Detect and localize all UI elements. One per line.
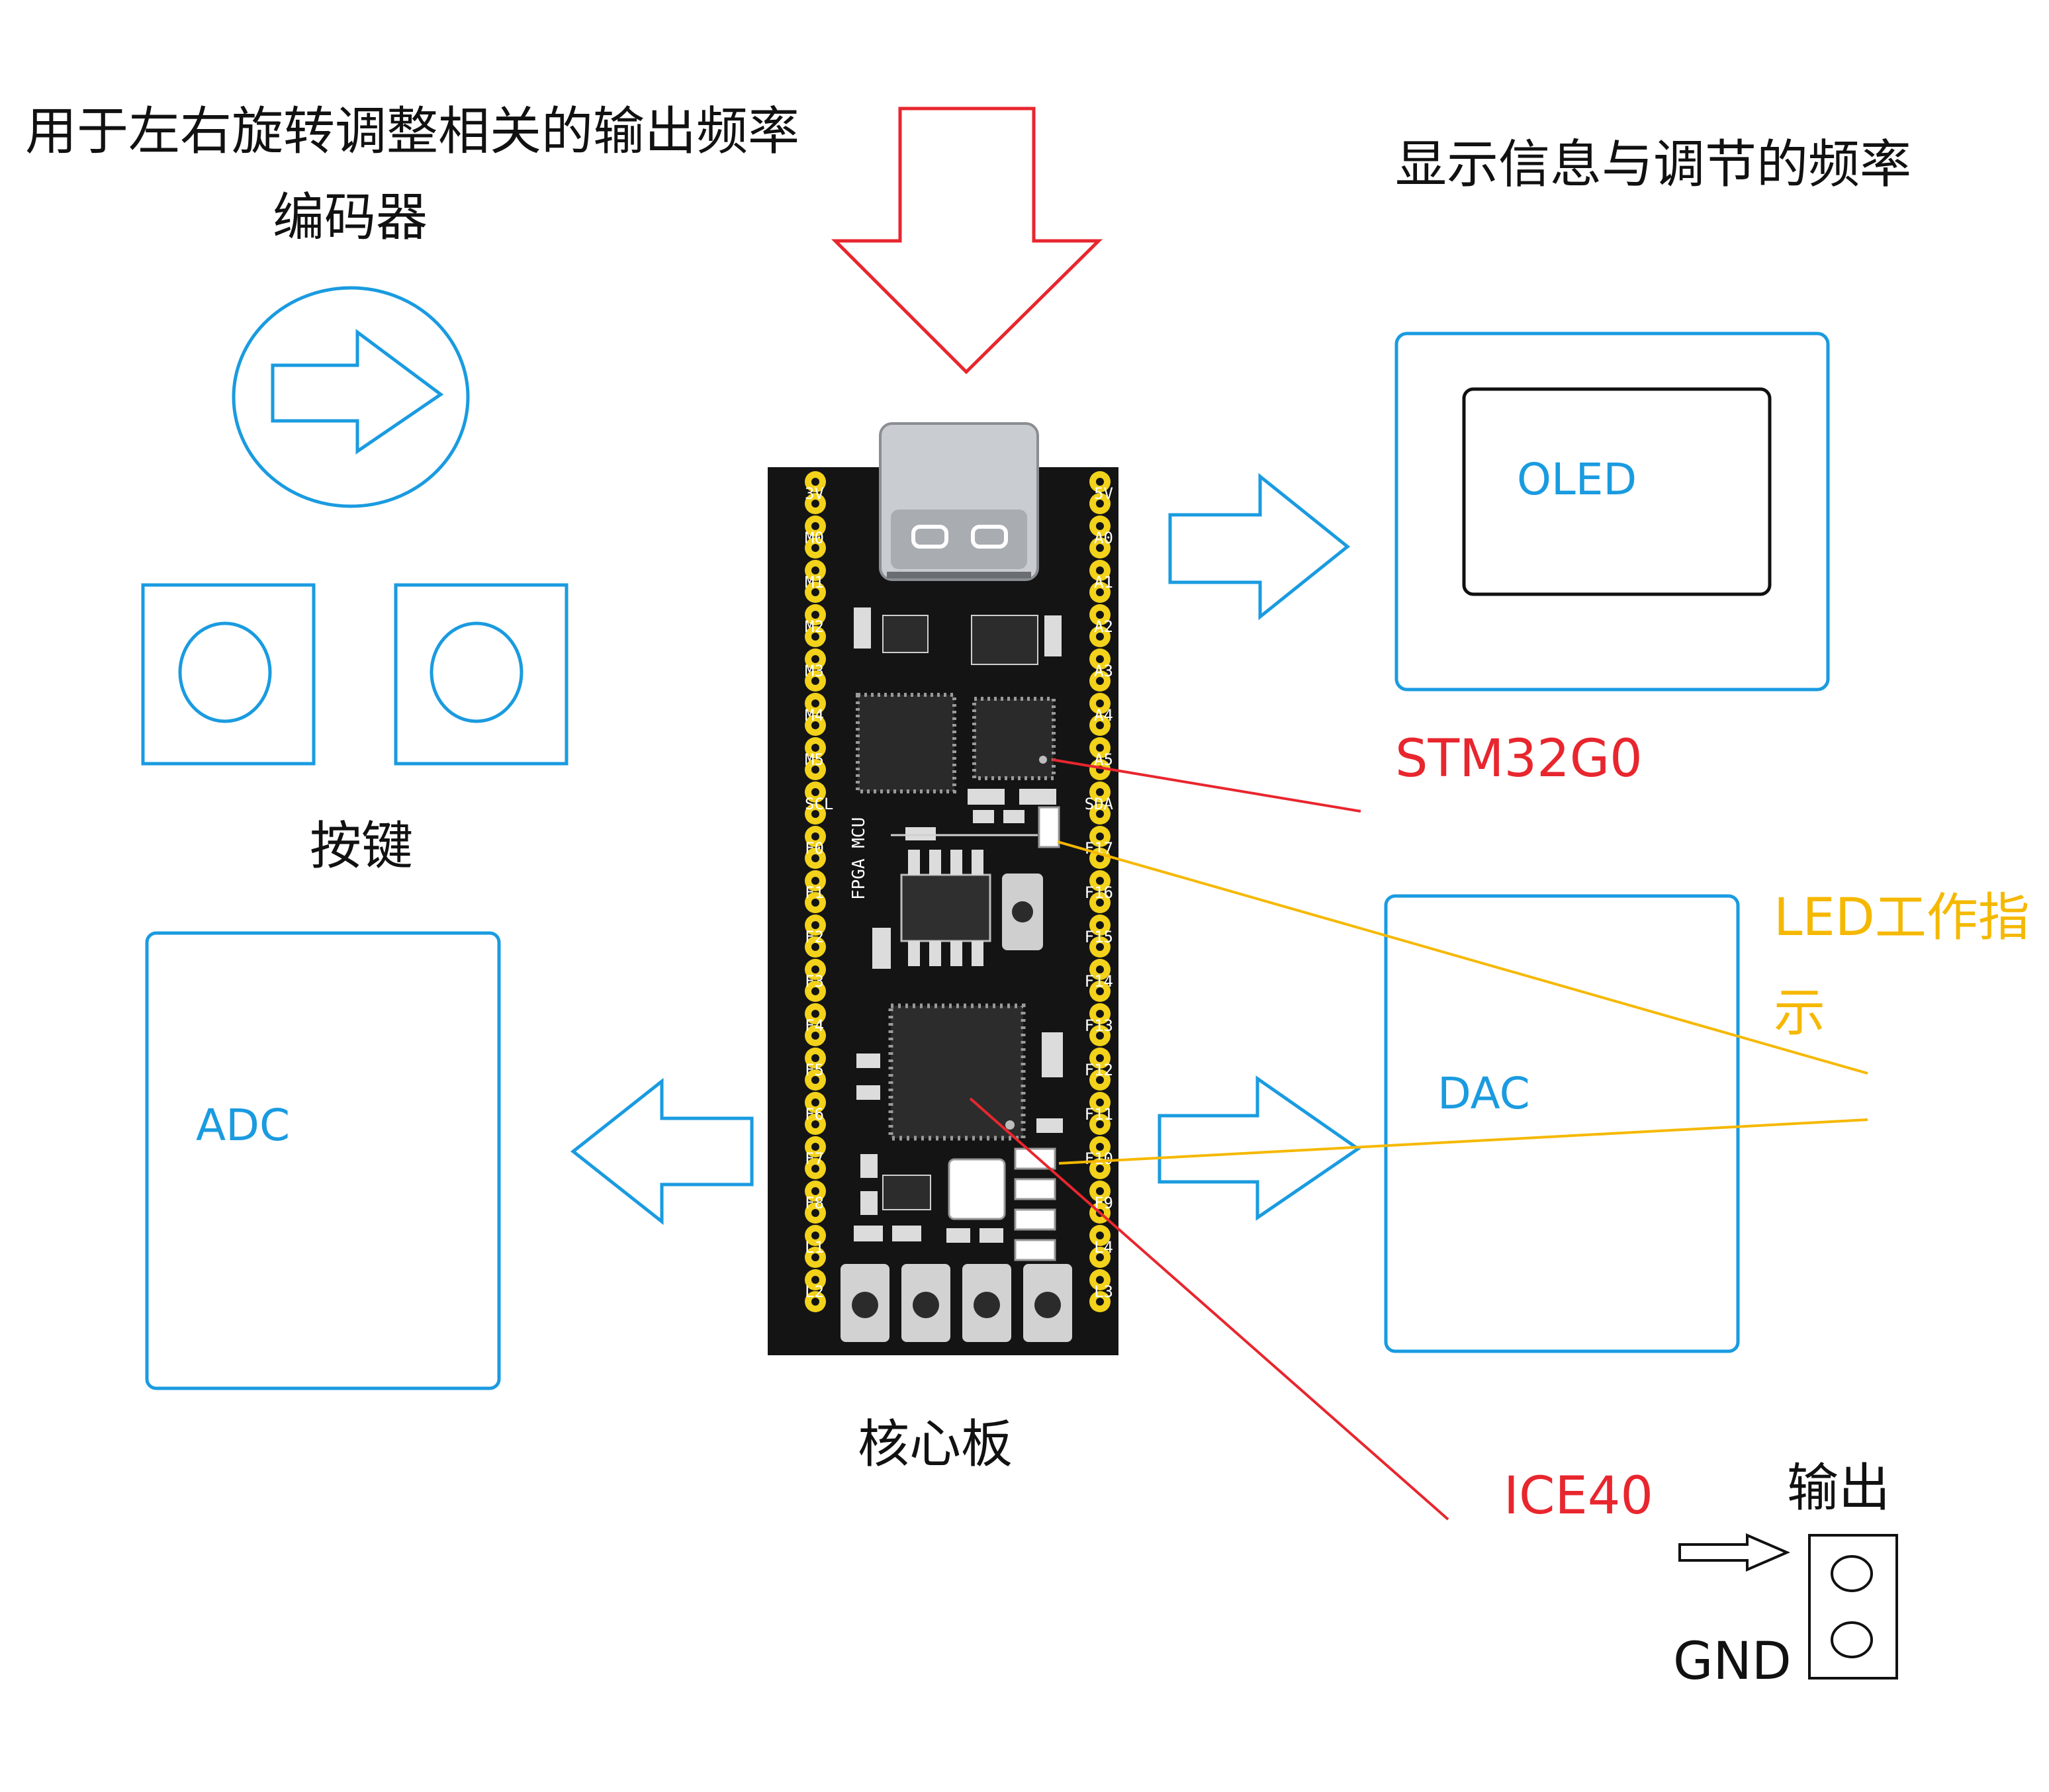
led-indicator-label-line2: 示 [1774, 983, 1826, 1043]
arrow-to-adc [570, 1077, 754, 1226]
fpga-small-chip [856, 693, 956, 793]
led-pointer-line-1 [1057, 840, 1868, 1075]
flash-chip [900, 850, 991, 966]
led-pointer-line-2 [1058, 1118, 1868, 1165]
oled-label: OLED [1517, 454, 1637, 505]
encoder-purpose-text: 用于左右旋转调整相关的输出频率 [25, 102, 800, 161]
ice40-chip [888, 1003, 1026, 1141]
left-pin-label: M5 [805, 750, 824, 769]
stm32-pointer-line [1052, 758, 1361, 813]
left-pin-label: F8 [805, 1194, 824, 1212]
output-connector [1808, 1534, 1898, 1680]
user-key-2 [901, 1264, 950, 1342]
user-key-1 [841, 1264, 889, 1342]
arrow-to-oled [1168, 472, 1350, 621]
usb-c-connector [879, 422, 1039, 581]
board-side-text: FPGA MCU [849, 817, 869, 900]
left-pin-label: F5 [805, 1061, 824, 1079]
left-pin-label: F4 [805, 1016, 824, 1035]
left-pin-label: L1 [805, 1238, 824, 1257]
dac-label: DAC [1437, 1068, 1530, 1119]
right-pin-label: F13 [1085, 1016, 1113, 1035]
right-pin-label: A4 [1094, 706, 1113, 725]
right-pin-label: F10 [1085, 1149, 1113, 1168]
gnd-label: GND [1673, 1632, 1792, 1691]
left-pin-label: F6 [805, 1105, 824, 1124]
right-pin-label: SDA [1085, 795, 1114, 813]
encoder-label: 编码器 [273, 188, 428, 247]
right-pin-label: A5 [1094, 750, 1113, 769]
right-pin-label: A1 [1094, 573, 1113, 592]
oscillator [948, 1158, 1006, 1220]
output-arrow [1678, 1533, 1791, 1572]
button-2 [394, 583, 569, 766]
right-pin-label: L3 [1094, 1282, 1113, 1301]
right-pin-label: F14 [1085, 972, 1113, 991]
right-pin-label: F12 [1085, 1061, 1113, 1079]
left-pin-label: F2 [805, 928, 824, 946]
left-pin-label: F7 [805, 1149, 824, 1168]
stm32-label: STM32G0 [1395, 729, 1643, 789]
led-indicator-label-line1: LED工作指 [1774, 888, 2030, 948]
left-pin-label: M3 [805, 662, 824, 680]
right-pin-header: 5VA0A1A2A3A4A5SDAF17F16F15F14F13F12F11F1… [1085, 471, 1114, 1312]
right-pin-label: A0 [1094, 529, 1113, 547]
left-pin-label: F0 [805, 839, 824, 858]
usb-input-arrow [831, 107, 1103, 375]
regulator-1 [882, 615, 929, 653]
right-pin-label: F11 [1085, 1105, 1113, 1124]
dac-block [1384, 894, 1740, 1353]
left-pin-label: M0 [805, 529, 824, 547]
right-pin-label: L4 [1094, 1238, 1113, 1257]
regulator-2 [971, 615, 1038, 665]
left-pin-label: 3V [805, 484, 824, 503]
oled-module-outline [1394, 332, 1830, 692]
ice40-label: ICE40 [1504, 1466, 1654, 1526]
right-pin-label: F15 [1085, 928, 1113, 946]
left-pin-label: M4 [805, 706, 824, 725]
adc-block [145, 931, 501, 1390]
buttons-label: 按键 [310, 817, 414, 876]
user-key-3 [962, 1264, 1011, 1342]
encoder-icon [232, 286, 470, 508]
led-indicator [1038, 806, 1060, 848]
core-board: 3VM0M1M2M3M4M5SCLF0F1F2F3F4F5F6F7F8L1L2 … [768, 422, 1118, 1355]
core-board-label: 核心板 [858, 1415, 1013, 1474]
button-1 [141, 583, 316, 766]
arrow-to-dac [1158, 1075, 1361, 1221]
adc-label: ADC [196, 1100, 291, 1151]
right-pin-label: A3 [1094, 662, 1113, 680]
stm32-chip [972, 697, 1056, 780]
left-pin-label: F3 [805, 972, 824, 991]
left-pin-label: F1 [805, 883, 824, 902]
display-purpose-text: 显示信息与调节的频率 [1395, 135, 1912, 195]
right-pin-label: A2 [1094, 617, 1113, 636]
user-key-4 [1023, 1264, 1072, 1342]
left-pin-label: M2 [805, 617, 824, 636]
oled-screen [1462, 387, 1772, 596]
right-pin-label: 5V [1094, 484, 1113, 503]
left-pin-label: SCL [805, 795, 833, 813]
left-pin-label: M1 [805, 573, 824, 592]
ice40-pointer-line [969, 1097, 1449, 1521]
left-pin-label: L2 [805, 1282, 824, 1301]
output-label: 输出 [1787, 1458, 1891, 1518]
right-pin-label: F16 [1085, 883, 1113, 902]
